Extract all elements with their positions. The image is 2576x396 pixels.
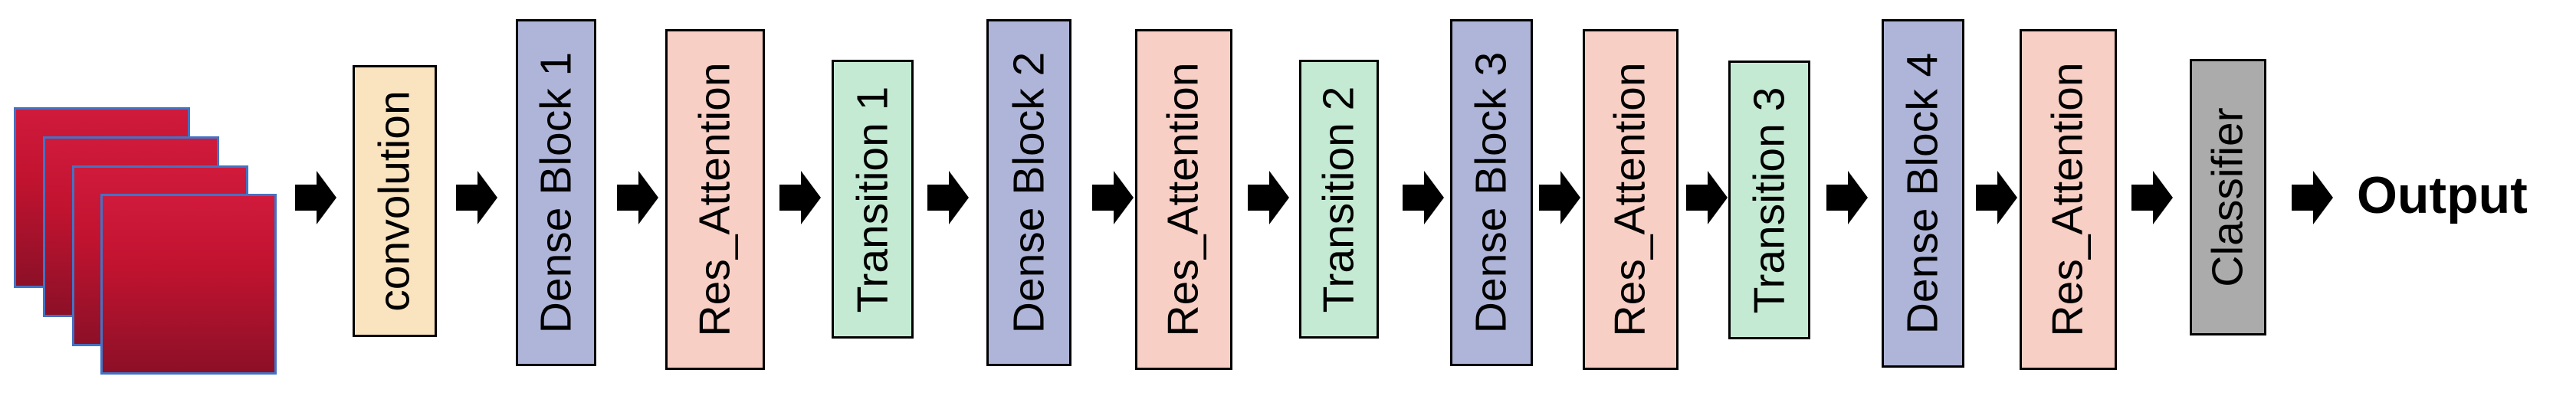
arrow-icon	[1539, 170, 1581, 225]
node-dense-block-1: Dense Block 1	[516, 19, 596, 366]
arrow-icon	[1248, 170, 1290, 225]
node-res-attention-4: Res_Attention	[2020, 29, 2117, 370]
node-label: convolution	[369, 90, 419, 312]
node-label: Classifier	[2203, 107, 2253, 287]
arrow-icon	[1403, 170, 1445, 225]
arrow-icon	[2292, 170, 2334, 225]
node-label: Dense Block 3	[1466, 51, 1516, 334]
arrow-icon	[617, 170, 659, 225]
node-label: Transition 1	[848, 86, 897, 313]
node-classifier: Classifier	[2190, 59, 2266, 335]
input-image-layer	[100, 194, 277, 375]
arrow-icon	[779, 170, 822, 225]
node-label: Dense Block 1	[531, 51, 580, 334]
arrow-icon	[295, 170, 337, 225]
arrow-icon	[927, 170, 970, 225]
arrow-icon	[1976, 170, 2018, 225]
node-label: Res_Attention	[1606, 62, 1655, 337]
node-transition-1: Transition 1	[832, 60, 914, 339]
node-res-attention-2: Res_Attention	[1135, 29, 1232, 370]
arrow-icon	[456, 170, 498, 225]
arrow-icon	[1092, 170, 1134, 225]
node-label: Res_Attention	[1159, 62, 1208, 337]
output-label: Output	[2357, 165, 2528, 224]
node-convolution: convolution	[353, 65, 437, 337]
arrow-icon	[1686, 170, 1728, 225]
node-dense-block-4: Dense Block 4	[1882, 19, 1964, 368]
node-transition-2: Transition 2	[1299, 60, 1379, 339]
node-label: Dense Block 2	[1004, 51, 1053, 334]
node-label: Res_Attention	[2043, 62, 2092, 337]
node-res-attention-1: Res_Attention	[665, 29, 765, 370]
node-label: Transition 2	[1314, 86, 1363, 313]
node-transition-3: Transition 3	[1728, 61, 1810, 339]
node-label: Transition 3	[1744, 87, 1793, 313]
node-label: Res_Attention	[690, 62, 740, 337]
node-res-attention-3: Res_Attention	[1583, 29, 1679, 370]
node-dense-block-3: Dense Block 3	[1450, 19, 1533, 366]
input-image-stack	[14, 107, 277, 375]
node-dense-block-2: Dense Block 2	[986, 19, 1071, 366]
arrow-icon	[1826, 170, 1869, 225]
node-label: Dense Block 4	[1898, 52, 1948, 335]
arrow-icon	[2131, 170, 2174, 225]
